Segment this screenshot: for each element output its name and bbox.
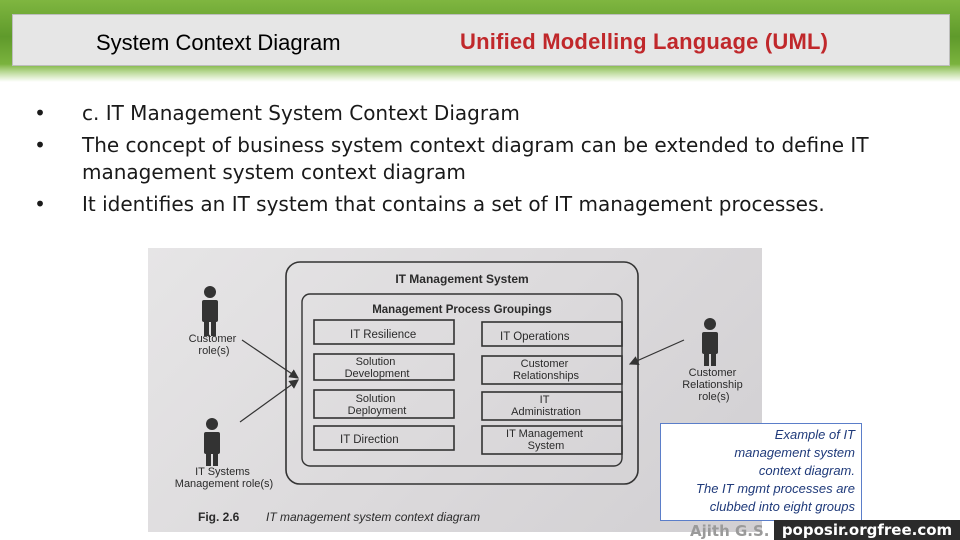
- bullet-list: •c. IT Management System Context Diagram…: [26, 100, 946, 223]
- bullet-item: •It identifies an IT system that contain…: [26, 191, 946, 218]
- svg-text:Customer Relationship: Customer Relationship role(s): [682, 367, 746, 403]
- header-title-right: Unified Modelling Language (UML): [460, 29, 829, 54]
- svg-text:IT Systems Management ro: IT Systems Management role(s): [175, 466, 273, 490]
- actor-relationship-icon: [702, 318, 718, 366]
- system-boundary: [285, 261, 639, 485]
- process-it-operations: IT Operations: [500, 331, 570, 343]
- svg-text:Customer Relationships: Customer Relationships: [513, 358, 580, 382]
- arrow-customer: [241, 339, 299, 379]
- actor-customer-icon: [202, 286, 218, 336]
- process-solution-development-1: Solution: [356, 356, 396, 368]
- figure-caption-text: IT management system context diagram: [266, 510, 480, 524]
- bullet-item: •The concept of business system context …: [26, 132, 946, 186]
- context-diagram-figure: IT Management System Management Process …: [148, 248, 762, 532]
- arrow-relationship: [628, 339, 685, 365]
- bullet-dot: •: [34, 101, 46, 125]
- svg-text:IT Administration: IT Administration: [511, 394, 581, 418]
- figure-caption-label: Fig. 2.6: [198, 510, 240, 524]
- process-it-direction: IT Direction: [340, 434, 399, 446]
- bullet-dot: •: [34, 133, 46, 157]
- svg-text:IT Management System: IT Management System: [506, 428, 586, 452]
- arrow-it-systems: [239, 379, 299, 423]
- process-it-resilience: IT Resilience: [350, 329, 416, 341]
- footer-site: poposir.orgfree.com: [774, 520, 960, 540]
- diagram-svg: IT Management System Management Process …: [175, 261, 746, 524]
- svg-text:Solution Development: Solution Development: [345, 356, 410, 380]
- bullet-item: •c. IT Management System Context Diagram: [26, 100, 946, 127]
- header-bar: [12, 14, 950, 66]
- svg-text:Solution Deployment: Solution Deployment: [348, 393, 407, 417]
- annotation-note: Example of IT management system context …: [660, 423, 862, 521]
- system-title: IT Management System: [395, 272, 528, 286]
- svg-text:Customer role(s): Customer role(s): [189, 333, 240, 357]
- header-title-left: System Context Diagram: [96, 30, 341, 55]
- bullet-dot: •: [34, 192, 46, 216]
- actor-it-systems-icon: [204, 418, 220, 466]
- footer-author: Ajith G.S.: [690, 522, 770, 540]
- groupings-title: Management Process Groupings: [372, 304, 552, 316]
